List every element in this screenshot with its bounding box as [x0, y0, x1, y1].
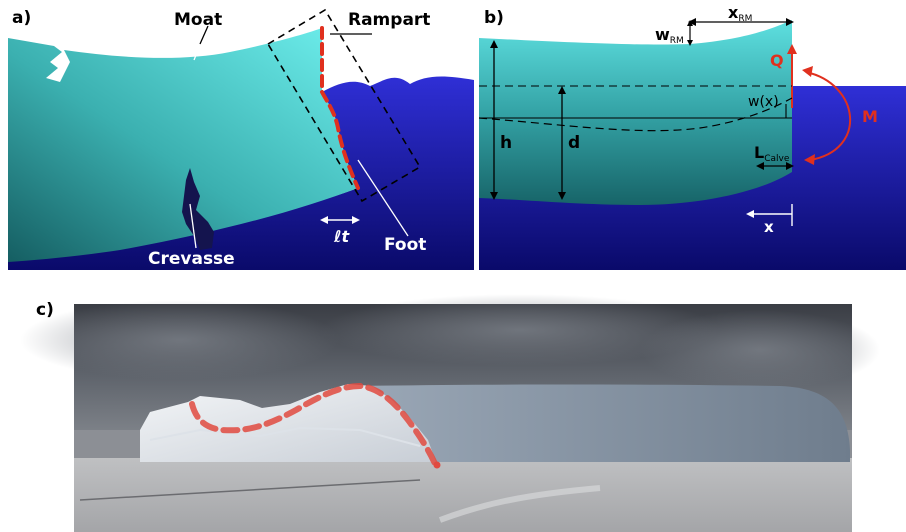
wx-label: w(x) — [748, 94, 779, 110]
ice-slab-b — [479, 20, 792, 205]
ice-front-outline-a — [320, 26, 360, 190]
h-arrow-top — [490, 40, 498, 48]
photo-front-outline — [189, 382, 439, 469]
lcalve-label: LCalve — [754, 143, 790, 164]
cloud-3 — [640, 310, 880, 390]
ice-block-a — [8, 28, 358, 262]
wrm-arrow-bottom — [687, 40, 693, 46]
xrm-arrow-right — [786, 18, 794, 26]
m-arrow-head-top — [802, 66, 813, 77]
xrm-arrow-left — [688, 18, 696, 26]
iceberg-tabular-part — [360, 384, 850, 462]
cloud-1 — [20, 300, 340, 380]
crevasse-label: Crevasse — [148, 249, 235, 269]
lt-arrow-left-head — [320, 216, 328, 224]
rampart-box — [266, 8, 422, 203]
crevasse-shape — [182, 168, 214, 250]
h-label: h — [500, 133, 512, 153]
d-arrow-top — [558, 86, 566, 94]
d-arrow-bottom — [558, 192, 566, 200]
photo-sea-ice — [74, 458, 852, 532]
foot-pointer — [357, 159, 409, 237]
berg-texture — [149, 426, 421, 447]
iceberg-rampart-part — [140, 384, 436, 462]
lcalve-arrow-right — [786, 162, 794, 170]
m-arrow-head-bottom — [804, 154, 815, 165]
q-label: Q — [770, 51, 784, 70]
rampart-label: Rampart — [348, 10, 430, 30]
m-label: M — [862, 107, 878, 126]
panel-a: Moat Rampart Crevasse Foot ℓt — [8, 8, 474, 270]
x-label: x — [764, 218, 774, 236]
sea-ice-crack-1 — [79, 479, 421, 501]
cloud-2 — [320, 294, 720, 366]
foot-label: Foot — [384, 235, 426, 255]
x-axis-arrow-head — [746, 210, 754, 218]
water-region-a — [8, 76, 474, 270]
panel-a-label: a) — [12, 8, 32, 28]
m-arrow-curve — [805, 71, 851, 161]
lt-label: ℓt — [333, 227, 351, 246]
d-label: d — [568, 133, 580, 153]
moat-label: Moat — [174, 10, 222, 30]
lt-arrow-right-head — [352, 216, 360, 224]
panel-b: wRM xRM Q M w(x) h d LCalve x — [478, 3, 906, 270]
panel-b-label: b) — [484, 8, 504, 28]
deflection-curve — [478, 97, 793, 132]
crevasse-pointer — [189, 203, 197, 249]
q-arrow-head — [787, 44, 797, 54]
panel-c-photo — [20, 294, 880, 532]
wrm-label: wRM — [655, 25, 684, 46]
h-arrow-bottom — [490, 192, 498, 200]
panel-c-label: c) — [36, 300, 54, 320]
xrm-label: xRM — [728, 3, 752, 24]
photo-outline-end — [433, 461, 441, 469]
snow-patch — [438, 485, 601, 523]
lcalve-arrow-left — [756, 162, 764, 170]
moat-pointer-black — [199, 25, 209, 45]
